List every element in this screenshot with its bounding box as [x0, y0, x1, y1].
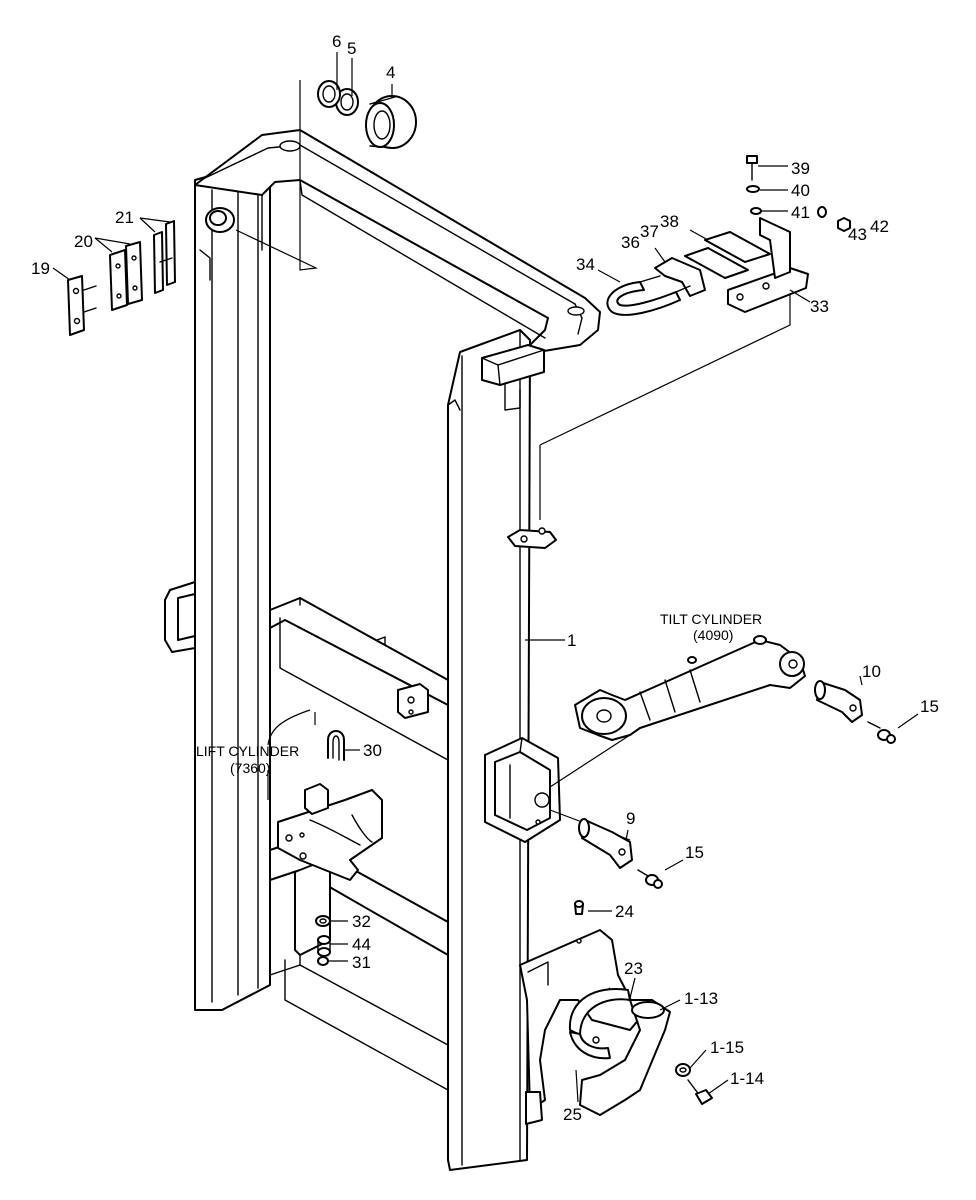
plate-38 [704, 231, 771, 263]
washer-40 [746, 185, 760, 193]
callout-38: 38 [660, 212, 679, 231]
bolt-15-upper [867, 721, 896, 744]
callout-33: 33 [810, 297, 829, 316]
plate-37 [684, 247, 749, 279]
callout-44: 44 [352, 935, 371, 954]
bolt-15-lower [637, 869, 663, 889]
callout-25: 25 [563, 1105, 582, 1124]
callout-15-lower: 15 [685, 843, 704, 862]
u-bolt-34 [606, 275, 691, 316]
callout-37: 37 [640, 222, 659, 241]
callout-36: 36 [621, 233, 640, 252]
callout-31: 31 [352, 953, 371, 972]
bolt-1-14 [687, 1079, 713, 1105]
lift-cylinder-label: LIFT CYLINDER [196, 743, 299, 759]
washer-41 [750, 207, 762, 215]
assembly-guide-lines [235, 80, 791, 1001]
bolt-39 [746, 155, 758, 181]
shim-plate-20 [109, 241, 143, 311]
washer-1-15 [675, 1063, 691, 1077]
callout-leaders [52, 52, 919, 1103]
washer-6 [317, 80, 341, 108]
bushing-25 [569, 1031, 611, 1060]
callout-39: 39 [791, 159, 810, 178]
callout-21: 21 [115, 208, 134, 227]
callout-42: 42 [870, 217, 889, 236]
callout-34: 34 [576, 255, 595, 274]
spacer-44 [317, 935, 331, 957]
callout-1-15: 1-15 [710, 1038, 744, 1057]
grease-fitting-24 [574, 900, 584, 915]
cap-1-13 [579, 999, 671, 1116]
bearing-4 [365, 95, 417, 149]
shim-plate-19 [67, 275, 97, 336]
tilt-cylinder-label: TILT CYLINDER [660, 611, 762, 627]
lift-cylinder-ref: (7360) [230, 760, 270, 776]
nut-31 [317, 956, 329, 966]
callout-32: 32 [352, 912, 371, 931]
callout-20: 20 [74, 232, 93, 251]
roller-axle [205, 207, 235, 233]
callout-1-13: 1-13 [684, 989, 718, 1008]
tilt-cylinder [574, 635, 806, 741]
callout-30: 30 [363, 741, 382, 760]
callout-41: 41 [791, 203, 810, 222]
washer-43 [817, 206, 827, 218]
clamp-36 [654, 257, 706, 297]
callout-4: 4 [386, 63, 395, 82]
outer-mast-frame [164, 129, 641, 1171]
callout-5: 5 [347, 39, 356, 58]
callout-23: 23 [624, 959, 643, 978]
u-bolt-30 [327, 730, 345, 761]
callout-40: 40 [791, 181, 810, 200]
bushing-23 [568, 988, 631, 1044]
tilt-cylinder-ref: (4090) [693, 627, 733, 643]
bracket-33 [727, 217, 809, 313]
callout-1: 1 [567, 631, 576, 650]
callout-43: 43 [848, 225, 867, 244]
callout-6: 6 [332, 32, 341, 51]
callout-24: 24 [615, 902, 634, 921]
callout-19: 19 [31, 259, 50, 278]
nut-42 [837, 217, 851, 232]
shim-plate-21 [153, 220, 176, 294]
pin-10 [814, 680, 863, 723]
callout-10: 10 [862, 662, 881, 681]
callout-15-upper: 15 [920, 697, 939, 716]
callout-1-14: 1-14 [730, 1069, 764, 1088]
washer-32 [315, 915, 331, 927]
block-lift-clamp [304, 783, 329, 815]
callout-9: 9 [626, 809, 635, 828]
pin-9 [578, 818, 633, 869]
